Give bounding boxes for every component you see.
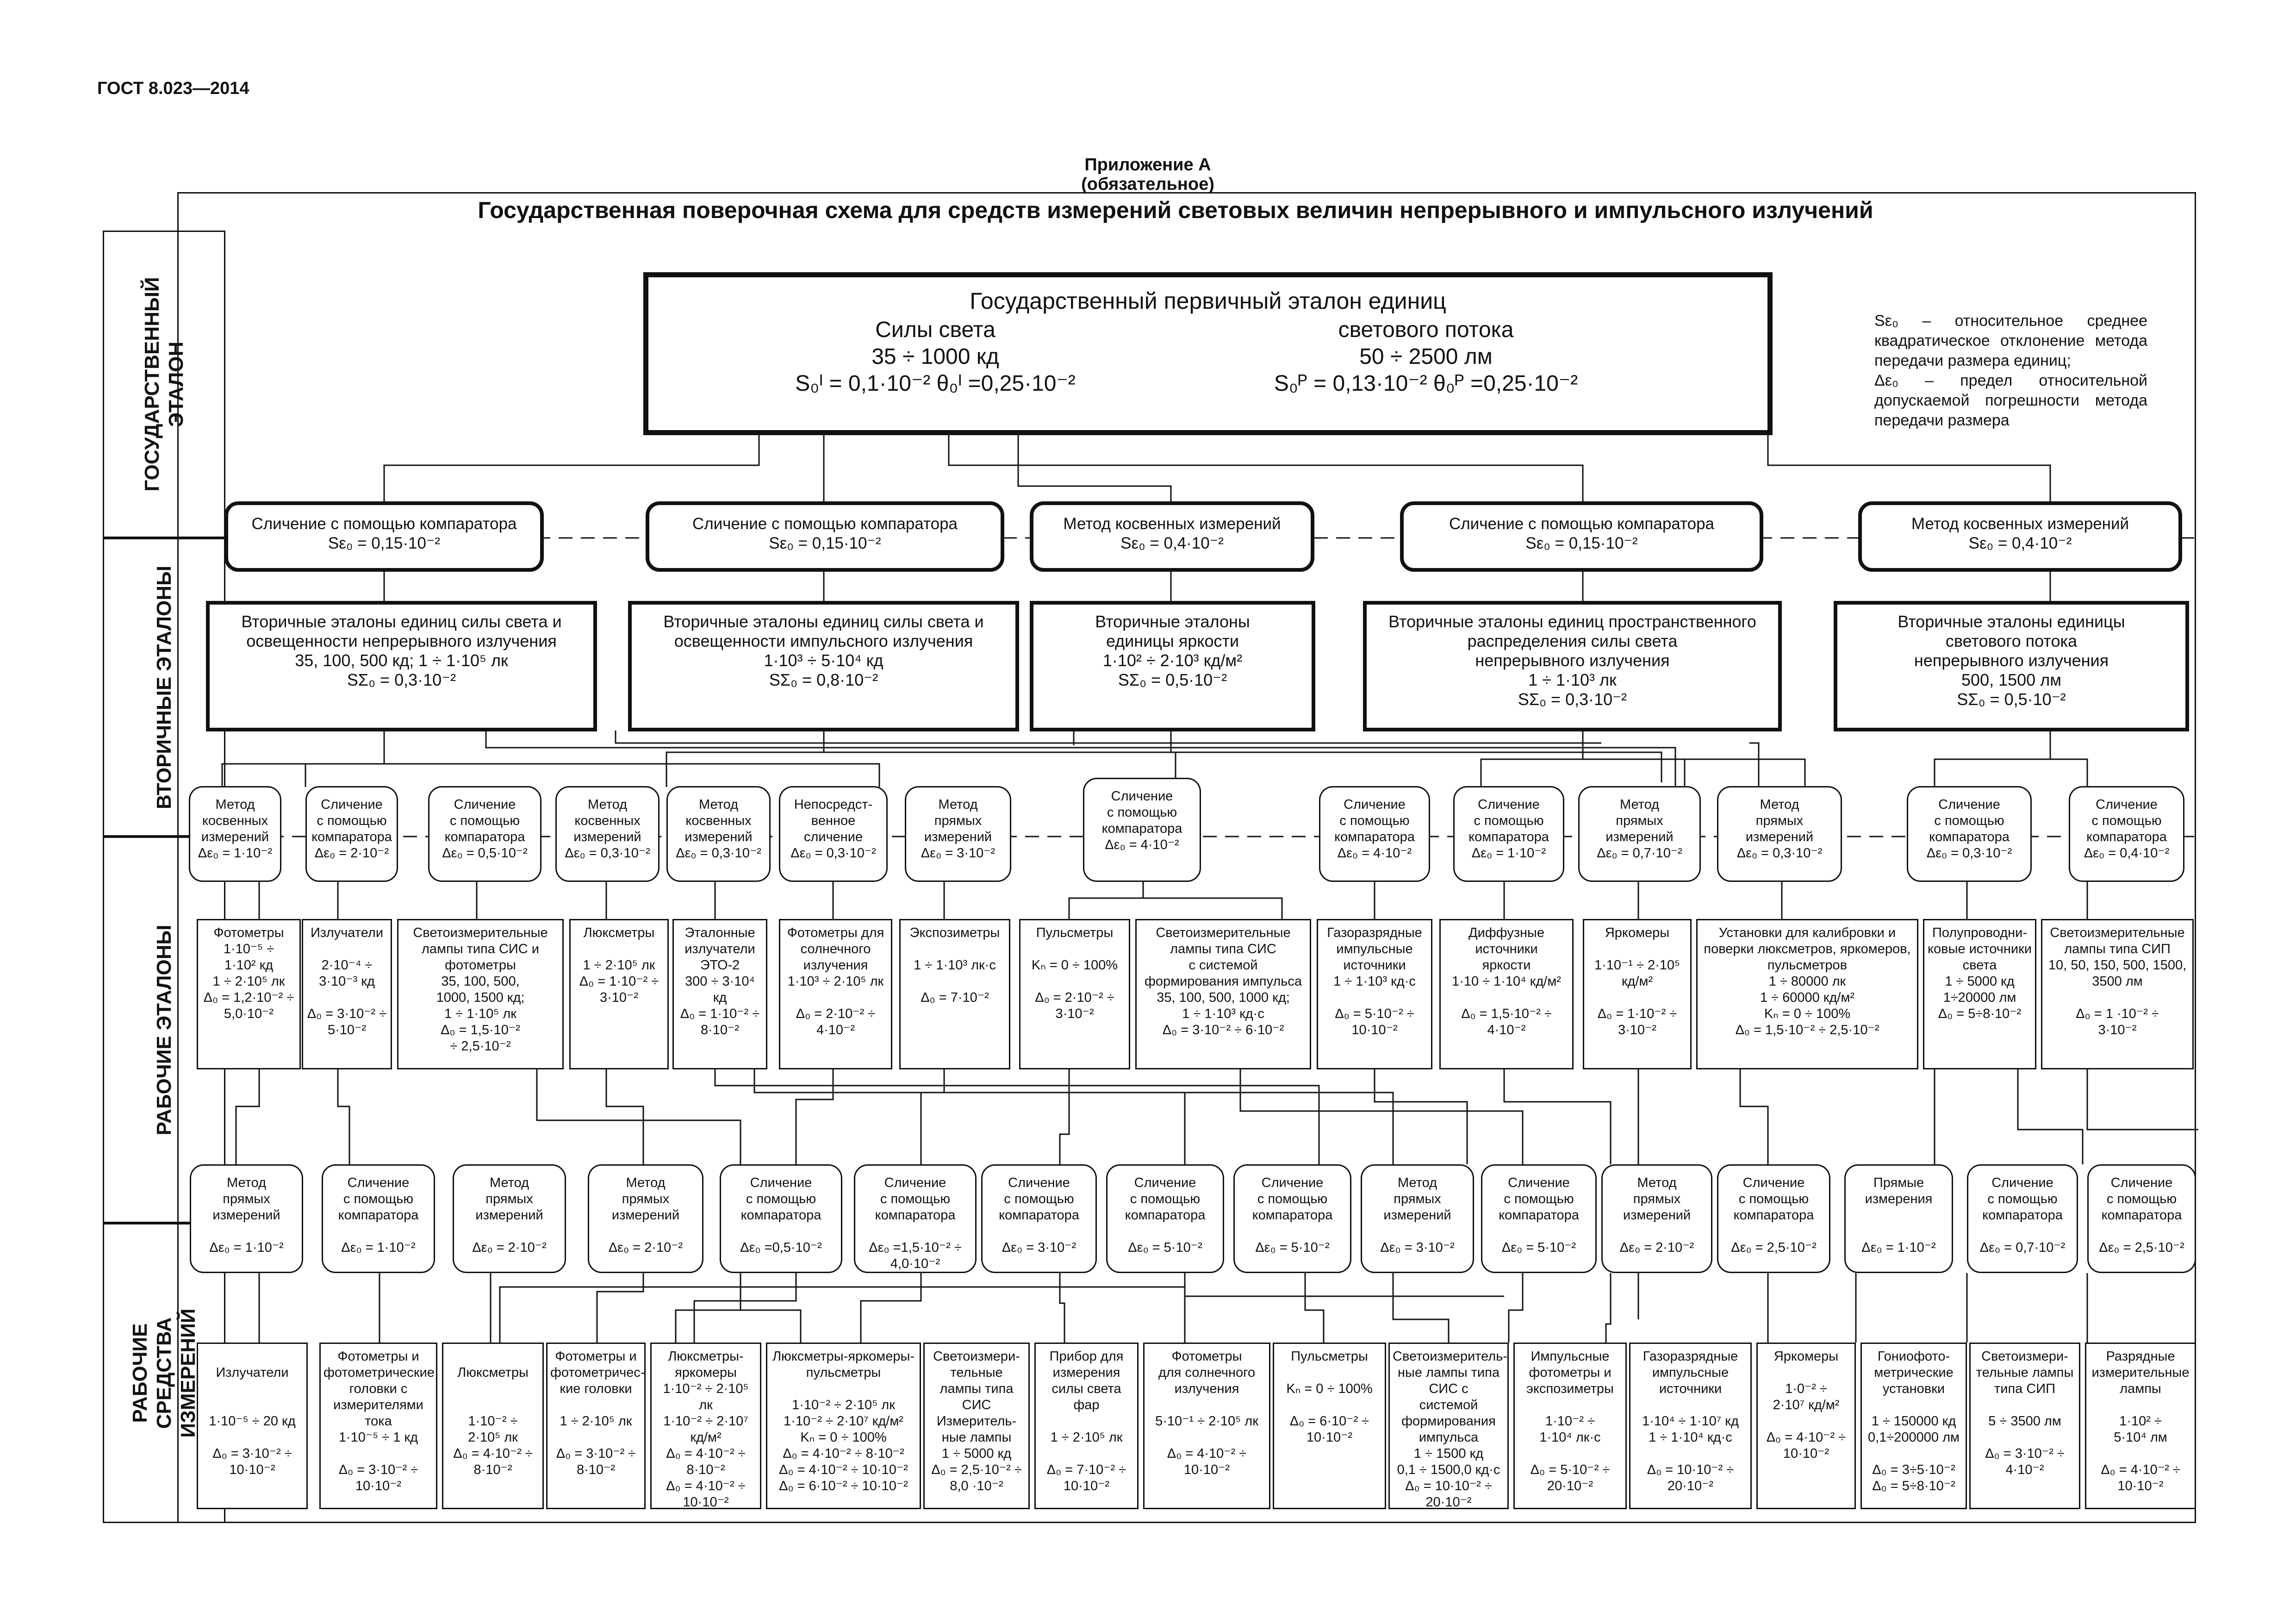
method-secondary-5: Метод косвенных измерений Δε₀ = 0,3·10⁻² xyxy=(666,786,771,882)
method-working-1: Метод прямых измерений Δε₀ = 1·10⁻² xyxy=(190,1164,303,1273)
method-secondary-2: Сличение с помощью компаратора Δε₀ = 2·1… xyxy=(305,786,398,882)
method-working-7: Сличение с помощью компаратора Δε₀ = 3·1… xyxy=(981,1164,1097,1273)
primary-luminous-flux: светового потока 50 ÷ 2500 лм S₀ᴾ = 0,13… xyxy=(1274,318,1578,396)
method-working-13: Сличение с помощью компаратора Δε₀ = 2,5… xyxy=(1717,1164,1830,1273)
method-working-3: Метод прямых измерений Δε₀ = 2·10⁻² xyxy=(453,1164,566,1273)
instrument-16: Светоизмери- тельные лампы типа СИП 5 ÷ … xyxy=(1969,1343,2080,1509)
method-primary-2: Сличение с помощью компаратора Sε₀ = 0,1… xyxy=(646,501,1004,572)
working-standard-8: Пульсметры Kₙ = 0 ÷ 100% Δ₀ = 2·10⁻² ÷ 3… xyxy=(1019,919,1130,1069)
secondary-standard-5: Вторичные эталоны единицы светового пото… xyxy=(1834,601,2189,731)
method-secondary-1: Метод косвенных измерений Δε₀ = 1·10⁻² xyxy=(189,786,281,882)
method-working-6: Сличение с помощью компаратора Δε₀ =1,5·… xyxy=(854,1164,977,1273)
instrument-15: Гониофото- метрические установки 1 ÷ 150… xyxy=(1860,1343,1967,1509)
instrument-7: Светоизмери- тельные лампы типа СИС Изме… xyxy=(923,1343,1030,1509)
method-secondary-9: Сличение с помощью компаратора Δε₀ = 4·1… xyxy=(1319,786,1430,882)
method-working-11: Сличение с помощью компаратора Δε₀ = 5·1… xyxy=(1481,1164,1597,1273)
method-working-15: Сличение с помощью компаратора Δε₀ = 0,7… xyxy=(1967,1164,2078,1273)
working-standard-4: Люксметры 1 ÷ 2·10⁵ лк Δ₀ = 1·10⁻² ÷ 3·1… xyxy=(569,919,669,1069)
working-standard-1: Фотометры 1·10⁻⁵ ÷ 1·10² кд 1 ÷ 2·10⁵ лк… xyxy=(197,919,301,1069)
instrument-17: Разрядные измерительные лампы 1·10² ÷ 5·… xyxy=(2085,1343,2196,1509)
method-secondary-6: Непосредст- венное сличение Δε₀ = 0,3·10… xyxy=(779,786,888,882)
secondary-standard-2: Вторичные эталоны единиц силы света и ос… xyxy=(628,601,1019,731)
method-secondary-14: Сличение с помощью компаратора Δε₀ = 0,4… xyxy=(2069,786,2184,882)
method-working-12: Метод прямых измерений Δε₀ = 2·10⁻² xyxy=(1601,1164,1712,1273)
instrument-8: Прибор для измерения силы света фар 1 ÷ … xyxy=(1034,1343,1139,1509)
method-working-9: Сличение с помощью компаратора Δε₀ = 5·1… xyxy=(1233,1164,1351,1273)
working-standard-10: Газоразрядные импульсные источники 1 ÷ 1… xyxy=(1317,919,1432,1069)
method-primary-1: Сличение с помощью компаратора Sε₀ = 0,1… xyxy=(224,501,544,572)
working-standard-13: Установки для калибровки и поверки люксм… xyxy=(1696,919,1918,1069)
method-working-8: Сличение с помощью компаратора Δε₀ = 5·1… xyxy=(1106,1164,1224,1273)
working-standard-3: Светоизмерительные лампы типа СИС и фото… xyxy=(397,919,564,1069)
method-working-4: Метод прямых измерений Δε₀ = 2·10⁻² xyxy=(588,1164,703,1273)
instrument-14: Яркомеры 1·0⁻² ÷ 2·10⁷ кд/м² Δ₀ = 4·10⁻²… xyxy=(1756,1343,1856,1509)
working-standard-12: Яркомеры 1·10⁻¹ ÷ 2·10⁵ кд/м² Δ₀ = 1·10⁻… xyxy=(1583,919,1692,1069)
instrument-3: Люксметры 1·10⁻² ÷ 2·10⁵ лк Δ₀ = 4·10⁻² … xyxy=(442,1343,544,1509)
instrument-9: Фотометры для солнечного излучения 5·10⁻… xyxy=(1143,1343,1270,1509)
instrument-10: Пульсметры Kₙ = 0 ÷ 100% Δ₀ = 6·10⁻² ÷ 1… xyxy=(1273,1343,1386,1509)
method-working-16: Сличение с помощью компаратора Δε₀ = 2,5… xyxy=(2087,1164,2196,1273)
appendix-label: Приложение А (обязательное) xyxy=(1081,155,1214,194)
method-secondary-7: Метод прямых измерений Δε₀ = 3·10⁻² xyxy=(905,786,1011,882)
method-secondary-4: Метод косвенных измерений Δε₀ = 0,3·10⁻² xyxy=(555,786,660,882)
working-standard-2: Излучатели 2·10⁻⁴ ÷ 3·10⁻³ кд Δ₀ = 3·10⁻… xyxy=(302,919,392,1069)
method-secondary-11: Метод прямых измерений Δε₀ = 0,7·10⁻² xyxy=(1578,786,1701,882)
working-standard-9: Светоизмерительные лампы типа СИС с сист… xyxy=(1135,919,1311,1069)
primary-title: Государственный первичный эталон единиц xyxy=(970,288,1446,314)
diagram-title: Государственная поверочная схема для сре… xyxy=(478,197,1873,223)
method-secondary-8: Сличение с помощью компаратора Δε₀ = 4·1… xyxy=(1083,778,1201,882)
method-secondary-12: Метод прямых измерений Δε₀ = 0,3·10⁻² xyxy=(1717,786,1842,882)
instrument-11: Светоизмеритель- ные лампы типа СИС с си… xyxy=(1388,1343,1509,1510)
working-standard-15: Светоизмерительные лампы типа СИП 10, 50… xyxy=(2041,919,2194,1069)
instrument-13: Газоразрядные импульсные источники 1·10⁴… xyxy=(1629,1343,1752,1509)
method-working-2: Сличение с помощью компаратора Δε₀ = 1·1… xyxy=(322,1164,435,1273)
secondary-standard-4: Вторичные эталоны единиц пространственно… xyxy=(1363,601,1782,731)
method-working-10: Метод прямых измерений Δε₀ = 3·10⁻² xyxy=(1361,1164,1474,1273)
primary-luminous-intensity: Силы света 35 ÷ 1000 кд S₀ᴵ = 0,1·10⁻² θ… xyxy=(795,318,1076,396)
method-primary-4: Сличение с помощью компаратора Sε₀ = 0,1… xyxy=(1400,501,1763,572)
section-state-standard: ГОСУДАРСТВЕННЫЙ ЭТАЛОН xyxy=(103,231,225,538)
method-secondary-3: Сличение с помощью компаратора Δε₀ = 0,5… xyxy=(428,786,541,882)
instrument-12: Импульсные фотометры и экспозиметры 1·10… xyxy=(1513,1343,1627,1509)
working-standard-14: Полупроводни- ковые источники света 1 ÷ … xyxy=(1923,919,2036,1069)
method-primary-3: Метод косвенных измерений Sε₀ = 0,4·10⁻² xyxy=(1030,501,1314,572)
working-standard-6: Фотометры для солнечного излучения 1·10³… xyxy=(779,919,892,1069)
working-standard-11: Диффузные источники яркости 1·10 ÷ 1·10⁴… xyxy=(1439,919,1574,1069)
instrument-6: Люксметры-яркомеры- пульсметры 1·10⁻² ÷ … xyxy=(766,1343,921,1509)
secondary-standard-3: Вторичные эталоны единицы яркости 1·10² … xyxy=(1030,601,1315,731)
method-secondary-13: Сличение с помощью компаратора Δε₀ = 0,3… xyxy=(1907,786,2032,882)
legend-note: Sε₀ – относительное среднее квадратическ… xyxy=(1874,312,2147,429)
method-working-5: Сличение с помощью компаратора Δε₀ =0,5·… xyxy=(720,1164,842,1273)
working-standard-7: Экспозиметры 1 ÷ 1·10³ лк·с Δ₀ = 7·10⁻² xyxy=(899,919,1010,1069)
method-secondary-10: Сличение с помощью компаратора Δε₀ = 1·1… xyxy=(1453,786,1564,882)
instrument-5: Люксметры- яркомеры 1·10⁻² ÷ 2·10⁵ лк 1·… xyxy=(650,1343,761,1510)
instrument-2: Фотометры и фотометрические головки с из… xyxy=(319,1343,437,1509)
method-primary-5: Метод косвенных измерений Sε₀ = 0,4·10⁻² xyxy=(1858,501,2182,572)
instrument-1: Излучатели 1·10⁻⁵ ÷ 20 кд Δ₀ = 3·10⁻² ÷ … xyxy=(197,1343,308,1509)
method-working-14: Прямые измерения Δε₀ = 1·10⁻² xyxy=(1844,1164,1953,1273)
document-code: ГОСТ 8.023—2014 xyxy=(97,79,249,98)
secondary-standard-1: Вторичные эталоны единиц силы света и ос… xyxy=(206,601,597,731)
instrument-4: Фотометры и фотометричес- кие головки 1 … xyxy=(546,1343,646,1509)
primary-standard: Государственный первичный эталон единиц … xyxy=(643,272,1773,435)
diagram-frame xyxy=(177,192,2196,1523)
working-standard-5: Эталонные излучатели ЭТО-2 300 ÷ 3·10⁴ к… xyxy=(672,919,767,1069)
